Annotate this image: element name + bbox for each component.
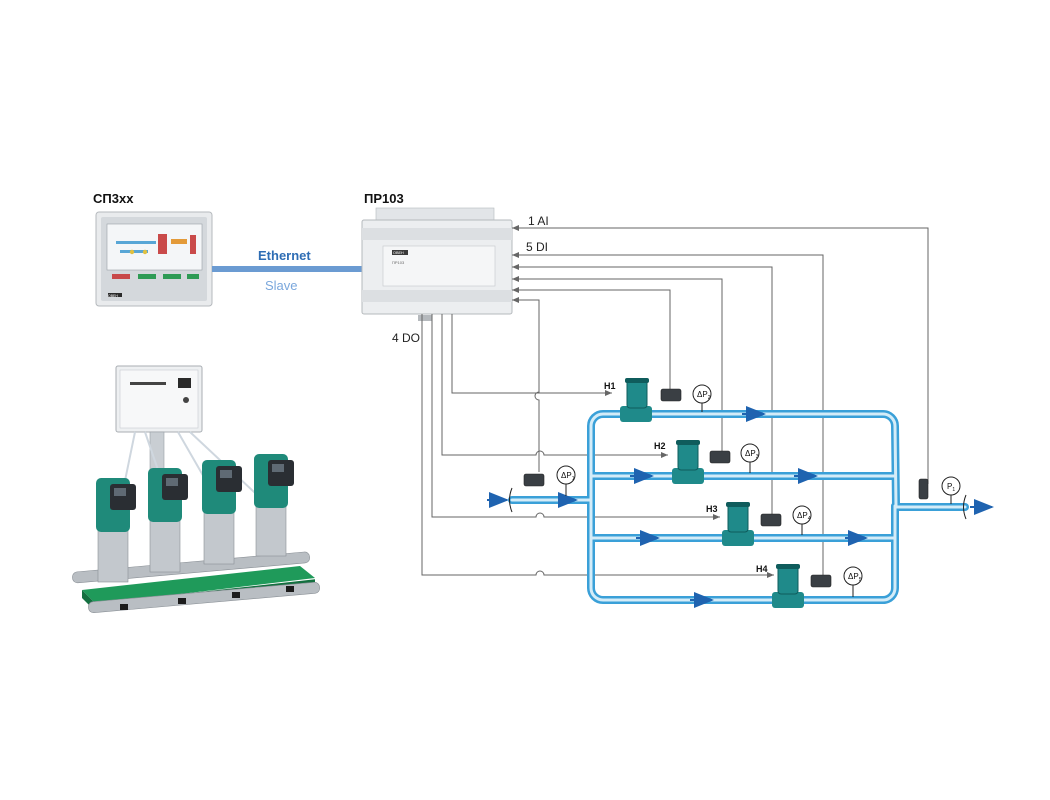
ethernet-label: Ethernet bbox=[258, 248, 311, 263]
slave-label: Slave bbox=[265, 278, 298, 293]
do-label: 4 DO bbox=[392, 331, 420, 345]
pump-h4-label: Н4 bbox=[756, 564, 768, 574]
wire-di-dp1 bbox=[512, 297, 540, 472]
wire-di-dp4 bbox=[512, 264, 773, 515]
wire-do-h1 bbox=[451, 314, 612, 396]
pump-h1-label: Н1 bbox=[604, 381, 616, 391]
svg-text:ΔP5: ΔP5 bbox=[848, 572, 862, 583]
svg-text:ΔP3: ΔP3 bbox=[745, 449, 759, 460]
pump-h3-label: Н3 bbox=[706, 504, 718, 514]
controller-name: ПР103 bbox=[364, 191, 404, 206]
sensor-dp4: ΔP4 bbox=[792, 505, 812, 535]
signal-wires bbox=[421, 225, 929, 578]
ethernet-link: Ethernet Slave bbox=[212, 248, 364, 293]
pump-h2-label: Н2 bbox=[654, 441, 666, 451]
pump-h2: Н2 bbox=[654, 440, 704, 484]
pump-h4: Н4 bbox=[756, 564, 804, 608]
operator-panel: СП3хх ОВЕН bbox=[93, 191, 213, 307]
wire-do-h3 bbox=[431, 314, 720, 520]
dp-switches bbox=[523, 388, 929, 588]
sensor-dp1: ΔP1 bbox=[556, 465, 576, 496]
controller: ПР103 ОВЕН ПР103 bbox=[361, 191, 513, 321]
di-label: 5 DI bbox=[526, 240, 548, 254]
panel-brand: ОВЕН bbox=[108, 294, 118, 298]
sensor-dp3: ΔP3 bbox=[740, 443, 760, 473]
svg-text:ΔP2: ΔP2 bbox=[697, 390, 711, 401]
wire-do-h4 bbox=[421, 314, 774, 578]
pump-h1: Н1 bbox=[604, 378, 652, 422]
pump-station-illustration bbox=[72, 365, 320, 613]
svg-text:P1: P1 bbox=[947, 482, 955, 493]
wire-di-dp5 bbox=[512, 252, 824, 577]
pump-h3: Н3 bbox=[706, 502, 754, 546]
wire-ai-p1 bbox=[512, 225, 929, 484]
sensor-p1: P1 bbox=[941, 476, 961, 504]
wire-di-dp3 bbox=[512, 276, 723, 453]
controller-model-print: ПР103 bbox=[392, 260, 405, 265]
wire-do-h2 bbox=[441, 314, 668, 458]
inlet-break bbox=[509, 487, 513, 513]
sensor-dp5: ΔP5 bbox=[843, 566, 863, 597]
svg-text:ΔP1: ΔP1 bbox=[561, 471, 575, 482]
outlet-break bbox=[963, 494, 967, 520]
ethernet-cable bbox=[212, 266, 364, 272]
svg-text:ΔP4: ΔP4 bbox=[797, 511, 811, 522]
controller-brand: ОВЕН bbox=[393, 251, 404, 255]
panel-name: СП3хх bbox=[93, 191, 134, 206]
wire-di-dp2 bbox=[512, 287, 671, 393]
ai-label: 1 AI bbox=[528, 214, 549, 228]
sensor-dp2: ΔP2 bbox=[692, 384, 712, 412]
flow-arrows bbox=[487, 406, 994, 608]
